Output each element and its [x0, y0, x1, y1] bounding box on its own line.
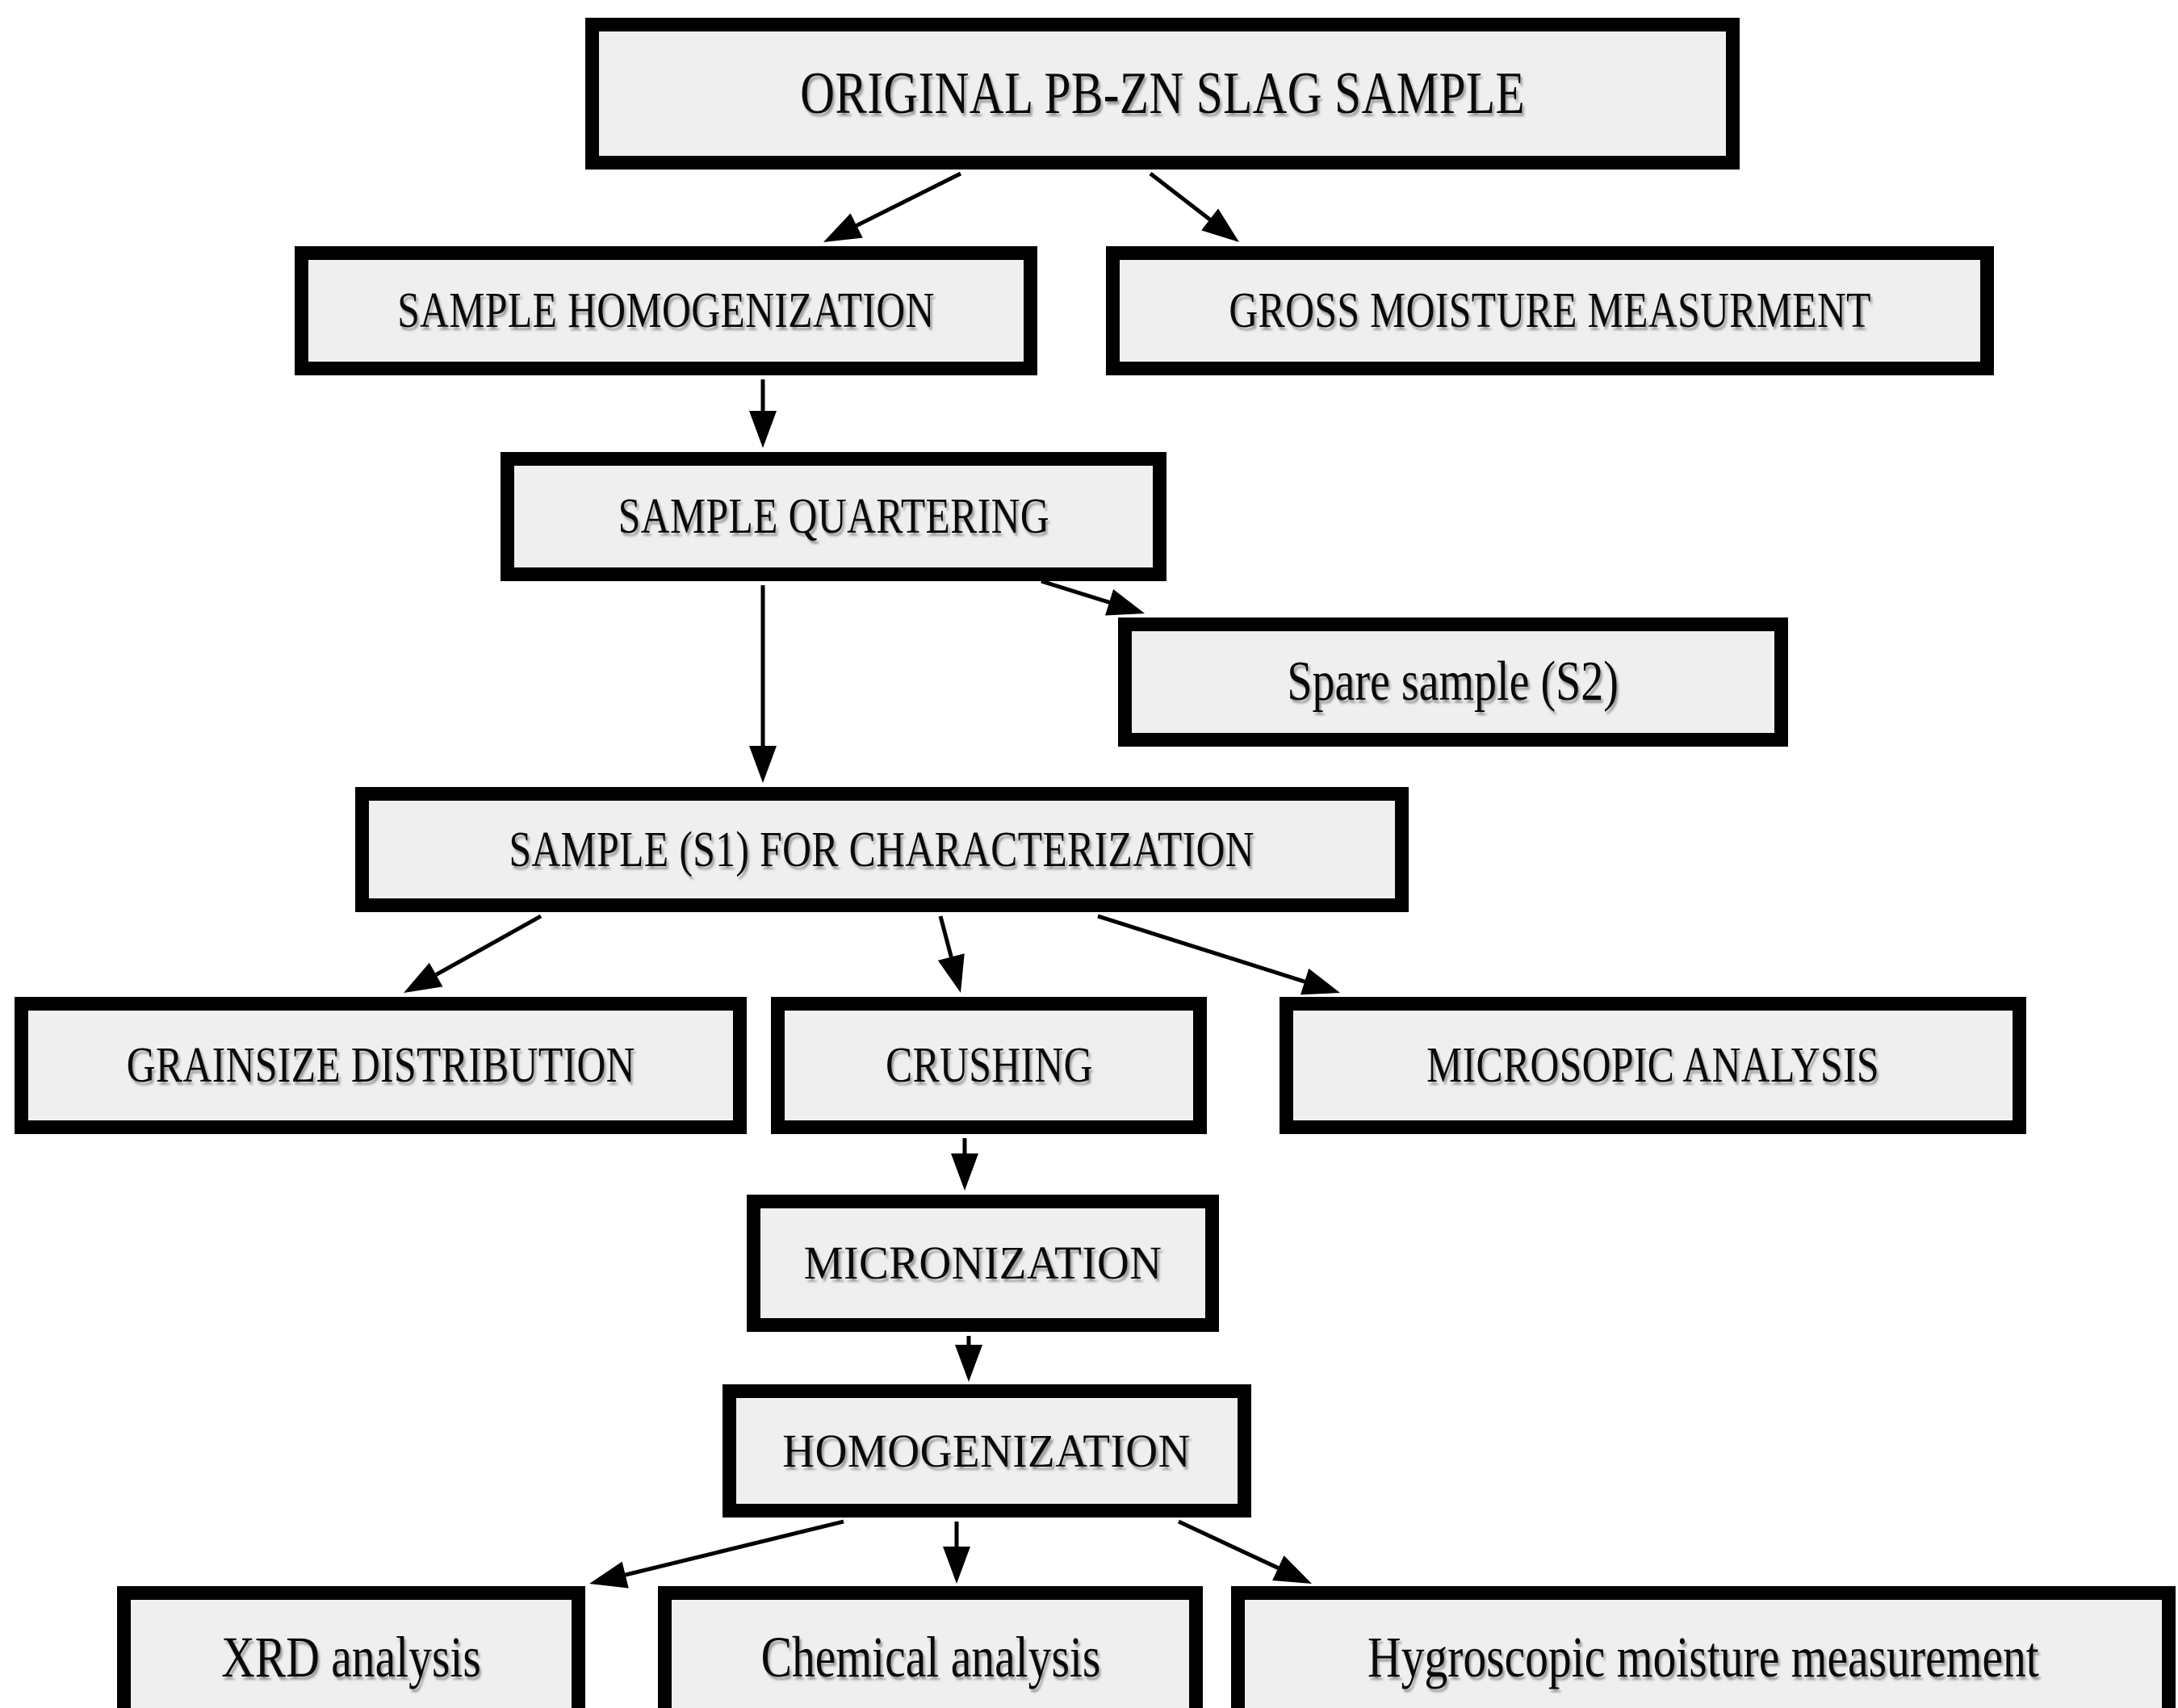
arrow-homogenization-to-xrd-analysis — [589, 1519, 844, 1589]
arrow-micronization-to-homogenization — [955, 1336, 982, 1382]
node-label-gross-moisture-measurment: GROSS MOISTURE MEASURMENT — [1229, 283, 1871, 338]
node-hygroscopic-moisture-measurement[interactable]: Hygroscopic moisture measurement — [1231, 1586, 2176, 1708]
node-label-sample-homogenization: SAMPLE HOMOGENIZATION — [397, 283, 935, 338]
arrow-sample-s1-characterization-to-crushing — [937, 915, 965, 993]
node-label-microsopic-analysis: MICROSOPIC ANALYSIS — [1426, 1038, 1879, 1093]
node-label-grainsize-distribution: GRAINSIZE DISTRIBUTION — [126, 1038, 635, 1093]
node-label-original-sample: ORIGINAL PB-ZN SLAG SAMPLE — [800, 61, 1525, 127]
arrow-sample-s1-characterization-to-grainsize-distribution — [404, 914, 542, 993]
node-sample-s1-characterization[interactable]: SAMPLE (S1) FOR CHARACTERIZATION — [355, 787, 1409, 912]
arrow-sample-s1-characterization-to-microsopic-analysis — [1097, 914, 1340, 995]
node-homogenization[interactable]: HOMOGENIZATION — [723, 1384, 1251, 1518]
node-microsopic-analysis[interactable]: MICROSOPIC ANALYSIS — [1280, 997, 2026, 1134]
node-label-micronization: MICRONIZATION — [803, 1237, 1162, 1289]
node-grainsize-distribution[interactable]: GRAINSIZE DISTRIBUTION — [15, 997, 747, 1134]
node-micronization[interactable]: MICRONIZATION — [747, 1195, 1219, 1332]
node-label-spare-sample-s2: Spare sample (S2) — [1287, 651, 1619, 713]
arrow-original-sample-to-sample-homogenization — [823, 171, 962, 242]
arrow-sample-quartering-to-spare-sample-s2 — [1041, 579, 1145, 616]
node-label-chemical-analysis: Chemical analysis — [760, 1624, 1100, 1689]
node-label-xrd-analysis: XRD analysis — [221, 1624, 481, 1689]
node-gross-moisture-measurment[interactable]: GROSS MOISTURE MEASURMENT — [1106, 246, 1994, 375]
node-original-sample[interactable]: ORIGINAL PB-ZN SLAG SAMPLE — [585, 18, 1740, 170]
node-chemical-analysis[interactable]: Chemical analysis — [658, 1586, 1203, 1708]
arrow-homogenization-to-hygroscopic-moisture-measurement — [1177, 1519, 1312, 1584]
node-label-hygroscopic-moisture-measurement: Hygroscopic moisture measurement — [1368, 1624, 2039, 1689]
node-label-crushing: CRUSHING — [885, 1038, 1093, 1093]
node-xrd-analysis[interactable]: XRD analysis — [117, 1586, 585, 1708]
node-crushing[interactable]: CRUSHING — [771, 997, 1207, 1134]
node-sample-quartering[interactable]: SAMPLE QUARTERING — [501, 452, 1166, 581]
arrow-sample-homogenization-to-sample-quartering — [749, 379, 777, 448]
arrow-crushing-to-micronization — [951, 1138, 978, 1191]
node-spare-sample-s2[interactable]: Spare sample (S2) — [1118, 617, 1788, 747]
arrow-original-sample-to-gross-moisture-measurment — [1149, 172, 1239, 242]
node-label-sample-s1-characterization: SAMPLE (S1) FOR CHARACTERIZATION — [509, 822, 1255, 877]
node-label-homogenization: HOMOGENIZATION — [782, 1424, 1192, 1477]
node-label-sample-quartering: SAMPLE QUARTERING — [618, 489, 1049, 544]
arrow-sample-quartering-to-sample-s1-characterization — [749, 585, 777, 783]
arrow-homogenization-to-chemical-analysis — [943, 1522, 970, 1584]
node-sample-homogenization[interactable]: SAMPLE HOMOGENIZATION — [295, 246, 1037, 375]
